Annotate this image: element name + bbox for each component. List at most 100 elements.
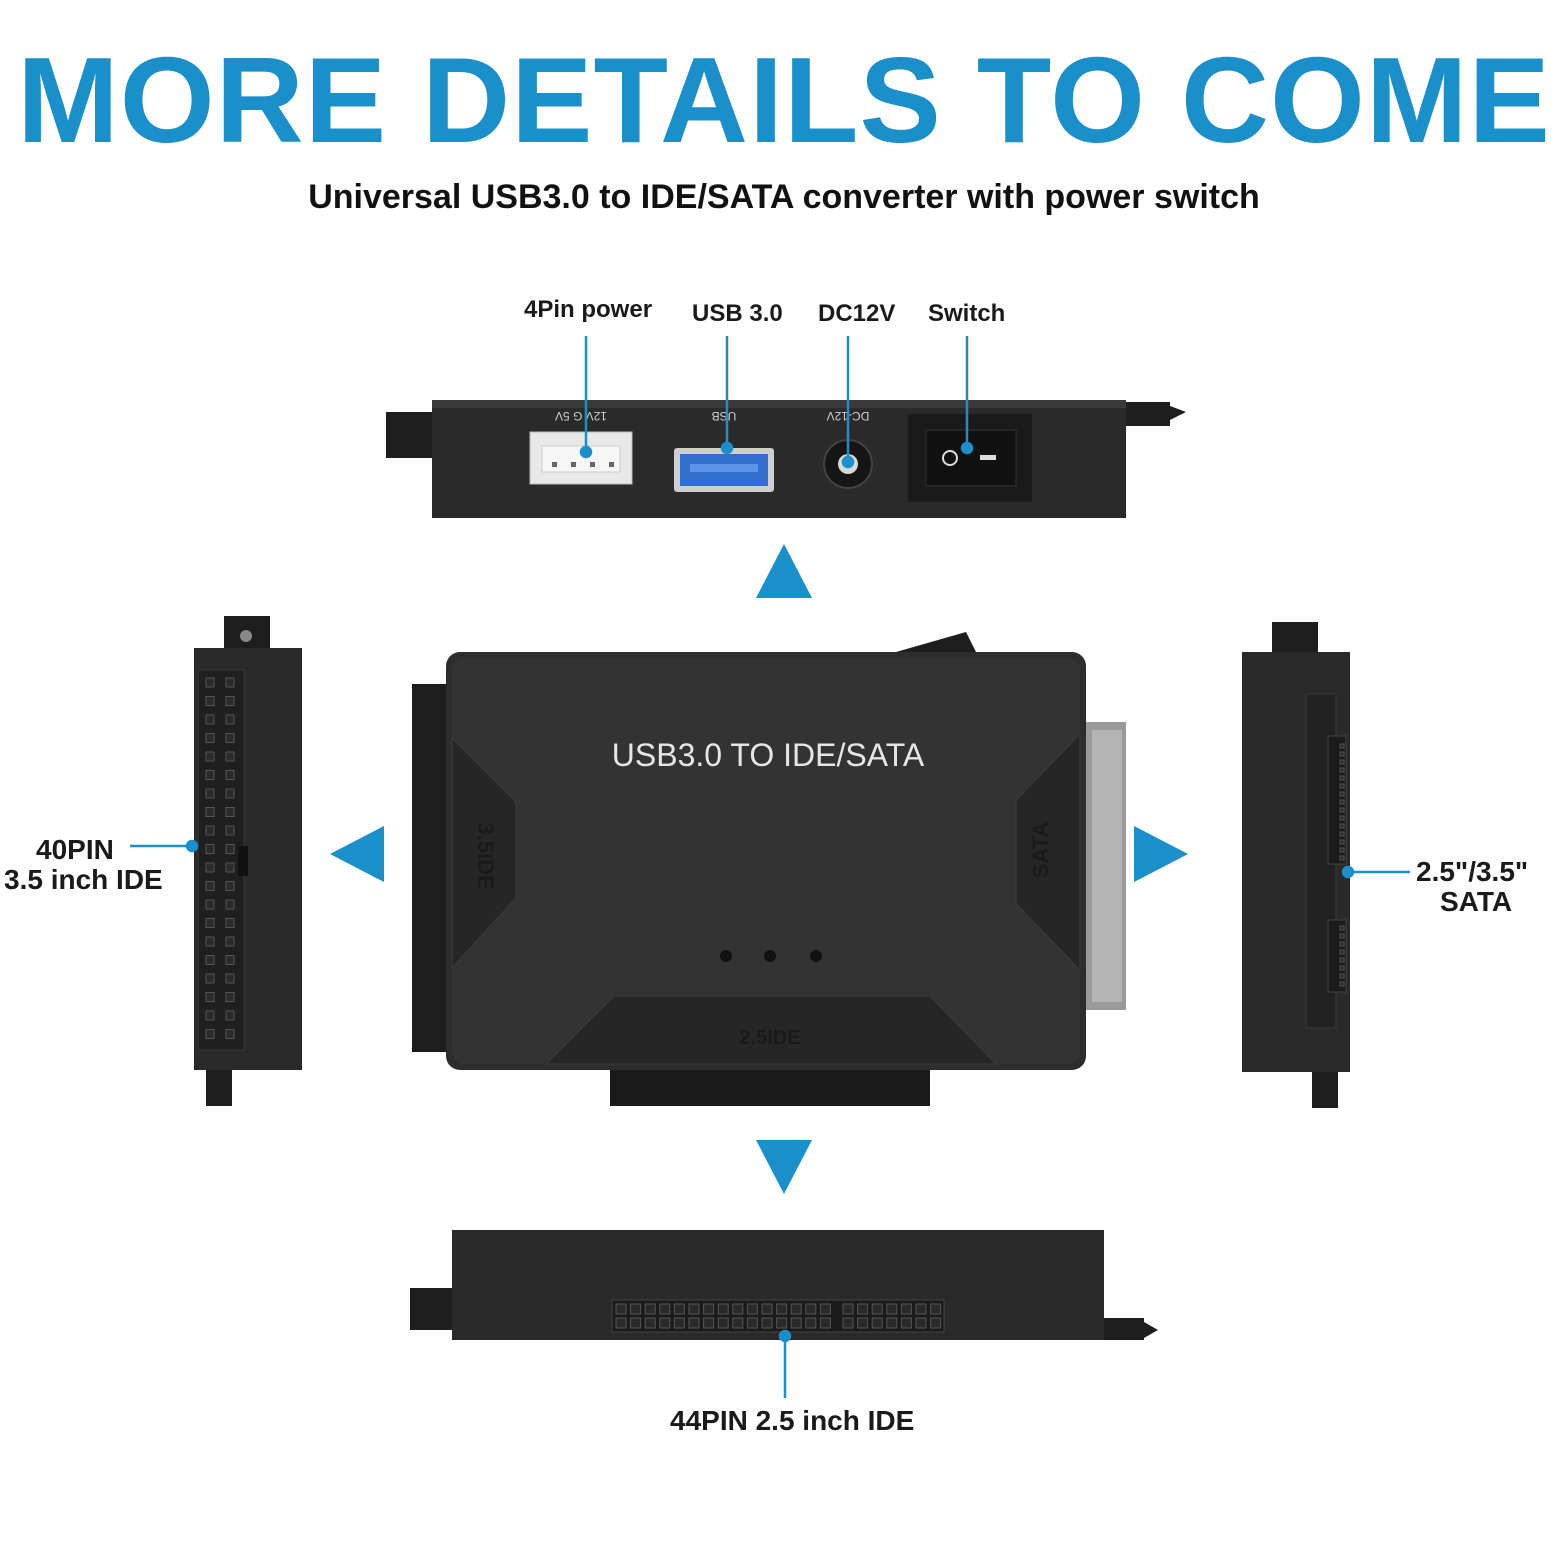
connector-pin [761, 1303, 773, 1315]
connector-pin [205, 955, 215, 965]
connector-pin [1339, 855, 1345, 861]
connector-pin [630, 1317, 642, 1329]
connector-pin [615, 1317, 627, 1329]
connector-pin [688, 1303, 700, 1315]
connector-pin [871, 1317, 883, 1329]
connector-pin [1339, 751, 1345, 757]
unit-label: USB3.0 TO IDE/SATA [612, 737, 925, 773]
connector-pin [659, 1303, 671, 1315]
connector-pin [717, 1303, 729, 1315]
connector-pin [688, 1317, 700, 1329]
connector-pin [225, 1029, 235, 1039]
connector-pin [703, 1317, 715, 1329]
connector-pin [732, 1317, 744, 1329]
connector-pin [225, 844, 235, 854]
arrow-down-icon [756, 1140, 812, 1194]
connector-pin [776, 1317, 788, 1329]
subtitle: Universal USB3.0 to IDE/SATA converter w… [308, 178, 1260, 216]
connector-pin [225, 714, 235, 725]
connector-pin [1339, 743, 1345, 749]
usb-port-label: USB [712, 409, 737, 423]
connector-pin [225, 955, 235, 965]
connector-pin [900, 1317, 912, 1329]
connector-pin [1339, 957, 1345, 963]
connector-pin [225, 733, 235, 743]
sata-connector [1339, 743, 1345, 987]
connector-pin [630, 1303, 642, 1315]
connector-pin [1339, 949, 1345, 955]
callout-switch: Switch [928, 300, 1006, 327]
ide-40pin-connector [205, 677, 235, 1039]
connector-pin [1339, 799, 1345, 805]
connector-pin [205, 936, 215, 947]
connector-pin [1339, 839, 1345, 845]
bottom-tab-label: 2.5IDE [739, 1027, 800, 1049]
connector-pin [805, 1317, 817, 1329]
connector-pin [717, 1317, 729, 1329]
connector-pin [1339, 973, 1345, 979]
connector-pin [205, 825, 215, 836]
callout-35-ide: 3.5 inch IDE [4, 864, 163, 895]
connector-pin [225, 677, 235, 688]
4pin-power-port: 12V G 5V [529, 409, 633, 485]
usb-port: USB [674, 409, 774, 492]
connector-pin [205, 973, 215, 984]
connector-pin [673, 1317, 685, 1329]
connector-pin [644, 1317, 656, 1329]
connector-pin [761, 1317, 773, 1329]
connector-pin [659, 1317, 671, 1329]
left-callout-line [130, 839, 199, 853]
connector-pin [842, 1317, 854, 1329]
callout-44pin: 44PIN 2.5 inch IDE [670, 1405, 915, 1436]
left-tab-label: 3.5IDE [473, 822, 498, 889]
connector-pin [790, 1317, 802, 1329]
connector-pin [205, 862, 215, 873]
callout-sata-size: 2.5"/3.5" [1416, 856, 1529, 887]
connector-pin [1339, 759, 1345, 765]
connector-pin [1339, 815, 1345, 821]
connector-pin [1339, 941, 1345, 947]
connector-pin [732, 1303, 744, 1315]
power-port-label: 12V G 5V [555, 409, 607, 423]
connector-pin [1339, 847, 1345, 853]
connector-pin [1339, 823, 1345, 829]
connector-pin [205, 844, 215, 854]
connector-pin [900, 1303, 912, 1315]
connector-pin [205, 807, 215, 817]
callout-usb3: USB 3.0 [692, 300, 783, 327]
led-indicator [720, 950, 732, 962]
center-unit: 3.5IDE SATA 2.5IDE USB3.0 TO IDE/SATA [412, 632, 1126, 1106]
right-side-device [1242, 622, 1350, 1108]
connector-pin [776, 1303, 788, 1315]
connector-pin [225, 992, 235, 1002]
connector-pin [225, 807, 235, 817]
connector-pin [915, 1317, 927, 1329]
arrow-left-icon [330, 826, 384, 882]
connector-pin [205, 677, 215, 688]
bottom-callout-line [778, 1329, 792, 1398]
connector-pin [1339, 965, 1345, 971]
connector-pin [886, 1303, 898, 1315]
connector-pin [205, 992, 215, 1002]
callout-4pin-power: 4Pin power [524, 296, 653, 323]
connector-pin [205, 899, 215, 910]
right-tab-label: SATA [1028, 822, 1053, 879]
connector-pin [225, 1010, 235, 1021]
arrow-right-icon [1134, 826, 1188, 882]
connector-pin [205, 1029, 215, 1039]
connector-pin [1339, 981, 1345, 987]
connector-pin [205, 770, 215, 780]
connector-pin [746, 1317, 758, 1329]
callout-sata: SATA [1440, 886, 1513, 917]
connector-pin [857, 1303, 869, 1315]
connector-pin [205, 751, 215, 762]
connector-pin [673, 1303, 685, 1315]
led-indicator [764, 950, 776, 962]
connector-pin [1339, 783, 1345, 789]
connector-pin [205, 1010, 215, 1021]
connector-pin [205, 881, 215, 891]
headline: MORE DETAILS TO COME [17, 32, 1551, 168]
connector-pin [790, 1303, 802, 1315]
top-view-device: 12V G 5V USB DC-12V [386, 400, 1186, 518]
